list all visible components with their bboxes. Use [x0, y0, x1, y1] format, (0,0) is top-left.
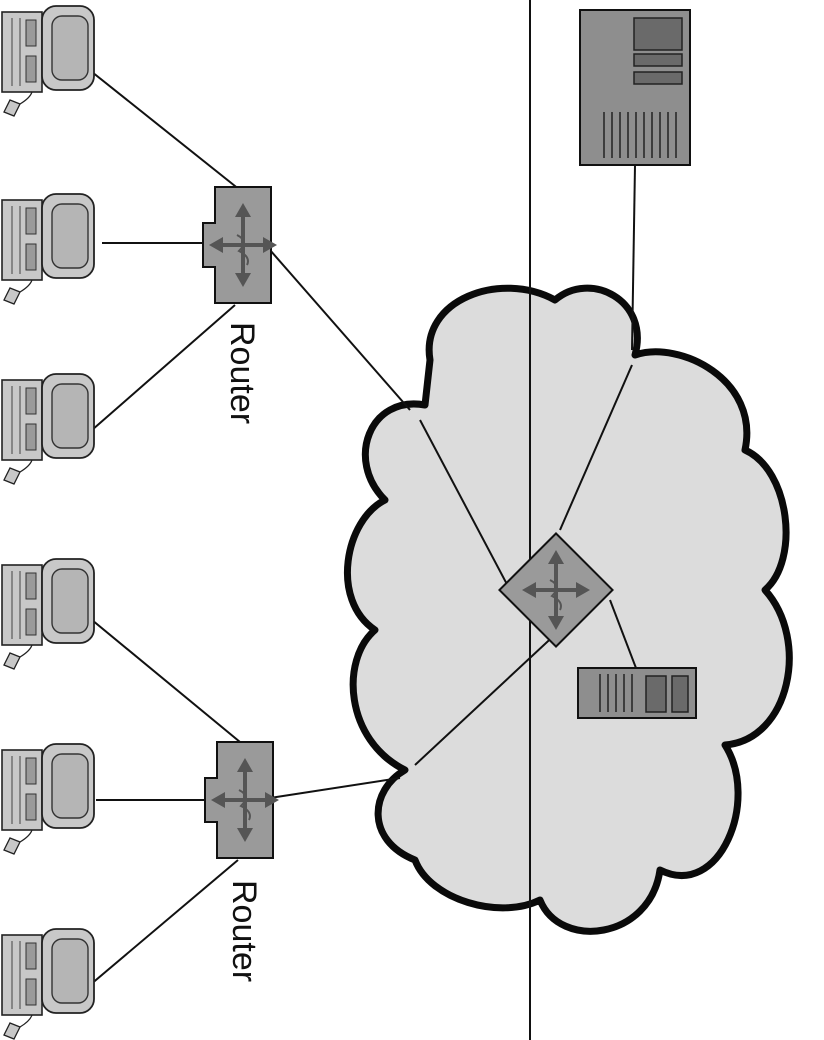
router-icon-bottom: [203, 740, 281, 860]
computer-5: [1, 743, 95, 855]
server-icon-top: [579, 9, 691, 166]
computer-6: [1, 928, 95, 1040]
connections: [89, 71, 637, 986]
router-label-top: Router: [223, 322, 261, 424]
computer-3: [1, 373, 95, 485]
router-icon-top: [201, 185, 279, 305]
computer-1: computer: [1, 5, 95, 117]
router-label-bottom: Router: [225, 880, 263, 982]
router-icon-center: [498, 532, 614, 648]
server-icon-cloud: [577, 667, 697, 719]
computer-2: [1, 193, 95, 305]
computer-4: [1, 558, 95, 670]
